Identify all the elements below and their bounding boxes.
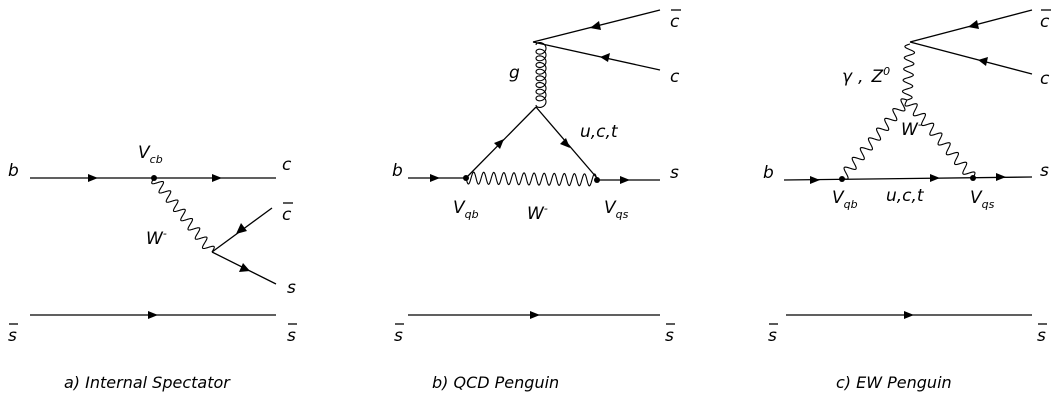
label-sbar-right: s — [1037, 326, 1046, 346]
label-c: c — [1040, 69, 1050, 89]
label-vqs: Vqs — [970, 188, 995, 211]
diagram-ew-penguin: c c γ,Z0 W- b s Vqb u,c,t Vqs s s c) EW … — [763, 9, 1051, 392]
vertex-vqs — [594, 177, 600, 183]
label-s: s — [287, 278, 296, 298]
arrow-icon — [236, 223, 247, 234]
label-s: s — [1040, 161, 1049, 181]
w-boson-left — [841, 98, 908, 180]
caption-a: a) Internal Spectator — [64, 373, 231, 392]
label-uct: u,c,t — [580, 122, 619, 142]
label-w-boson: W- — [901, 118, 922, 140]
gluon-propagator — [535, 41, 547, 109]
label-sbar-left: s — [768, 326, 777, 346]
label-b: b — [763, 163, 774, 183]
w-boson-right — [904, 99, 976, 179]
arrow-icon — [996, 173, 1006, 181]
label-vqb: Vqb — [453, 198, 479, 221]
arrow-icon — [494, 139, 504, 149]
arrow-icon — [590, 21, 601, 30]
arrow-icon — [239, 263, 250, 272]
arrow-icon — [968, 20, 979, 29]
arrow-icon — [930, 174, 940, 182]
arrow-icon — [600, 53, 610, 62]
label-vqs: Vqs — [604, 198, 629, 221]
caption-c: c) EW Penguin — [836, 373, 952, 392]
w-boson-propagator — [151, 177, 215, 253]
diagram-qcd-penguin: c c g u,c,t b s Vqb W- Vqs s s b) QCD Pe… — [392, 9, 681, 392]
label-gamma-z: γ,Z0 — [842, 65, 890, 87]
c-quark-line — [909, 41, 1033, 75]
label-sbar-left: s — [394, 326, 403, 346]
label-sbar-right: s — [665, 326, 674, 346]
w-boson-loop — [465, 171, 598, 187]
arrow-icon — [430, 174, 440, 182]
arrow-icon — [978, 57, 988, 66]
arrow-icon — [620, 176, 630, 184]
label-c: c — [282, 155, 292, 175]
label-cbar: c — [670, 12, 680, 32]
b-to-s-quark-line — [783, 176, 1033, 181]
label-vqb: Vqb — [832, 188, 858, 211]
label-uct: u,c,t — [886, 186, 925, 206]
arrow-icon — [88, 174, 98, 182]
c-quark-line — [532, 41, 661, 71]
arrow-icon — [148, 311, 158, 319]
photon-z-propagator — [901, 43, 916, 101]
label-c: c — [670, 67, 680, 87]
label-b: b — [8, 161, 19, 181]
arrow-icon — [560, 138, 570, 148]
arrow-icon — [530, 311, 540, 319]
label-b: b — [392, 161, 403, 181]
label-sbar-left: s — [8, 326, 17, 346]
label-cbar: c — [282, 205, 292, 225]
arrow-icon — [904, 311, 914, 319]
vertex-vqb — [839, 176, 845, 182]
label-gluon: g — [509, 63, 520, 83]
arrow-icon — [810, 176, 820, 184]
vertex-vqb — [463, 175, 469, 181]
caption-b: b) QCD Penguin — [432, 373, 559, 392]
label-cbar: c — [1040, 12, 1050, 32]
label-vcb: Vcb — [138, 143, 163, 166]
label-w-boson: W- — [146, 227, 167, 249]
label-s: s — [670, 163, 679, 183]
label-sbar-right: s — [287, 326, 296, 346]
vertex-vqs — [970, 175, 976, 181]
diagram-internal-spectator: b c c s s s Vcb W- a) Internal Spectator — [8, 143, 297, 392]
arrow-icon — [212, 174, 222, 182]
label-w-boson: W- — [527, 202, 548, 224]
